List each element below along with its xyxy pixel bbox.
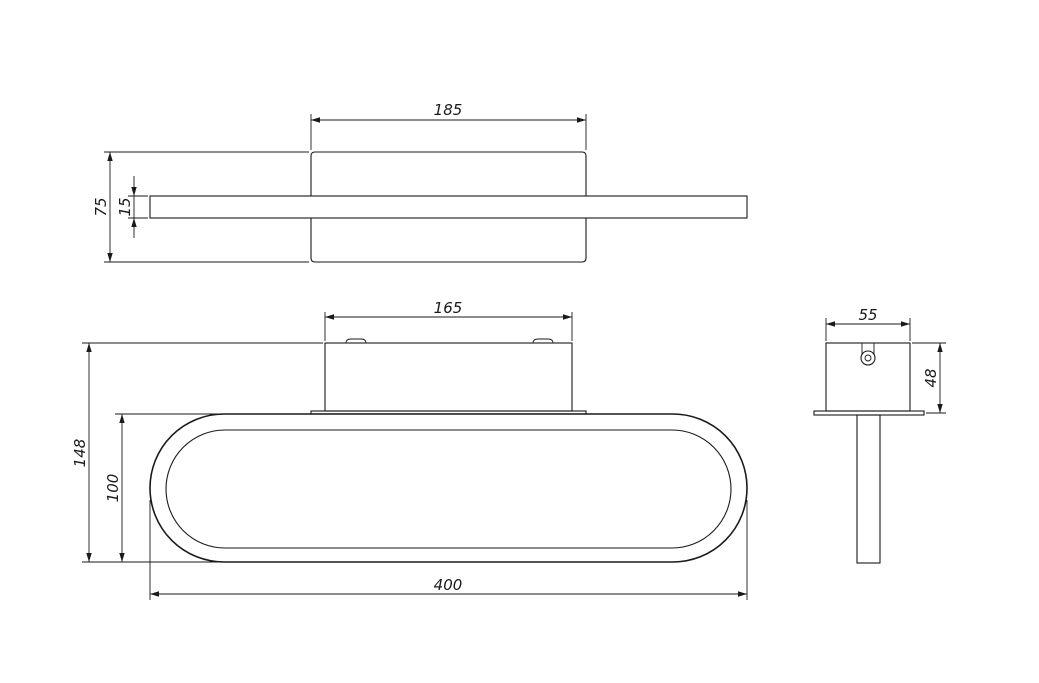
dim-ring-height-label: 100	[104, 474, 122, 503]
dim-base-height: 48	[912, 342, 946, 414]
dim-top-height: 75	[92, 151, 309, 263]
dim-top-width: 185	[310, 101, 587, 150]
side-view-screw-icon	[860, 343, 876, 366]
side-view-flange	[813, 410, 925, 416]
side-view-mount-box	[825, 342, 911, 412]
dim-total-length: 400	[149, 500, 748, 600]
front-view: 165 148 100 400	[71, 299, 748, 600]
dim-total-length-label: 400	[434, 576, 463, 594]
front-view-ring-inner	[165, 429, 732, 549]
dim-total-height-label: 148	[71, 439, 89, 468]
dim-total-height: 148	[71, 342, 323, 563]
dim-top-height-label: 75	[92, 197, 110, 216]
dim-depth: 55	[825, 306, 911, 341]
dim-base-width-label: 165	[434, 299, 463, 317]
front-view-screw-left	[345, 338, 367, 344]
dim-base-height-label: 48	[922, 368, 940, 387]
dim-top-width-label: 185	[434, 101, 463, 119]
front-view-mount-box	[324, 342, 573, 412]
dim-bar-thickness: 15	[116, 176, 148, 238]
side-view-arm	[856, 414, 881, 564]
front-view-ring-outer	[149, 413, 748, 563]
top-view-base-outline	[310, 151, 587, 263]
side-view: 55 48	[813, 306, 946, 564]
dim-bar-thickness-label: 15	[116, 197, 134, 216]
top-view: 185 75 15	[92, 101, 748, 263]
dim-base-width: 165	[324, 299, 573, 341]
dim-depth-label: 55	[858, 306, 877, 324]
top-view-bar	[149, 195, 748, 219]
front-view-screw-right	[532, 338, 554, 344]
dim-ring-height: 100	[104, 413, 222, 562]
